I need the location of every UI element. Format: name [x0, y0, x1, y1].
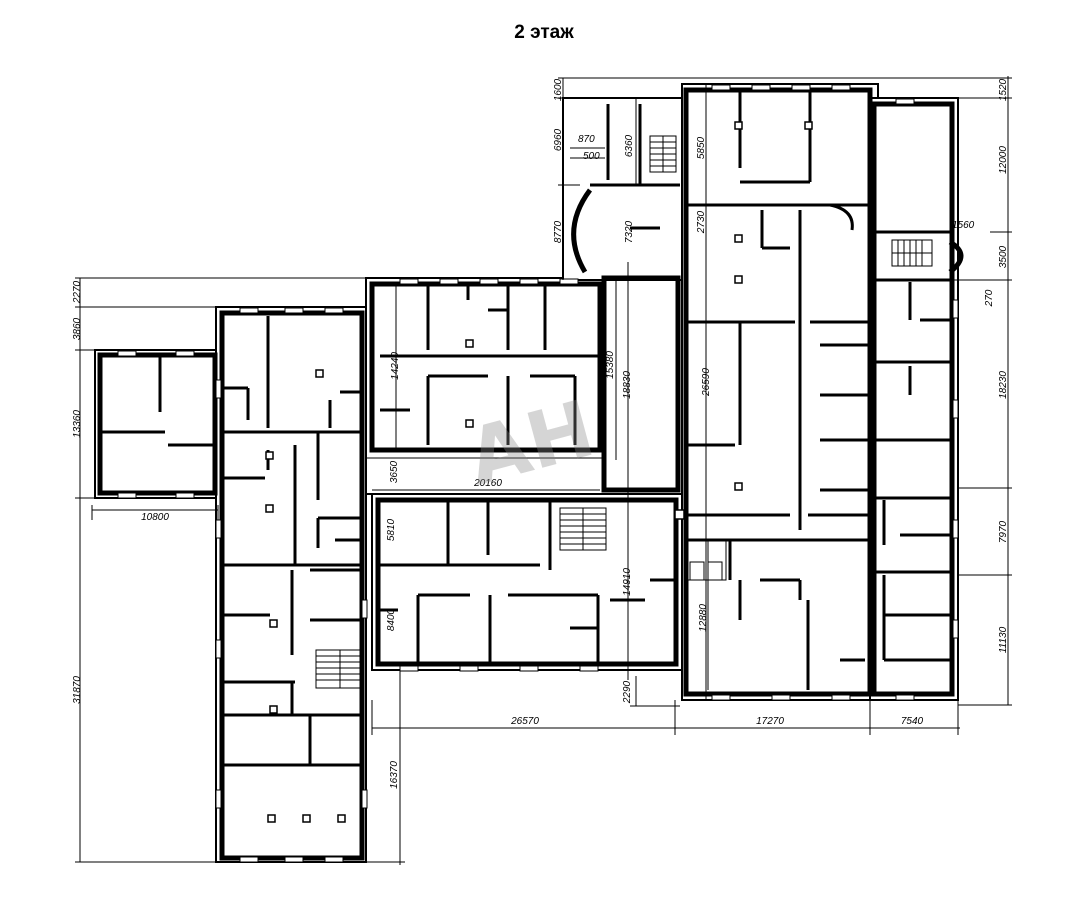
- dim-3500: 3500: [998, 245, 1009, 268]
- left-wing-wall: [94, 349, 221, 499]
- dim-16370: 16370: [389, 761, 400, 789]
- bay-curve-east: [948, 239, 964, 274]
- dim-2730: 2730: [696, 210, 707, 234]
- dim-18230: 18230: [998, 371, 1009, 399]
- dim-500: 500: [583, 151, 600, 162]
- partitions: [100, 92, 950, 767]
- stair-west: [315, 649, 365, 689]
- dim-5810: 5810: [386, 518, 397, 541]
- bay-curve-north: [571, 188, 593, 274]
- dim-7540: 7540: [901, 716, 924, 727]
- stair-east: [891, 239, 933, 267]
- dimension-labels: 2270 3860 13360 31870 10800 16370 1600 6…: [72, 78, 1009, 788]
- dimension-lines: [75, 76, 1012, 865]
- dim-3650: 3650: [389, 460, 400, 483]
- dim-1560: 1560: [952, 220, 975, 231]
- dim-6960: 6960: [553, 128, 564, 151]
- dim-14240: 14240: [390, 352, 401, 380]
- dim-270: 270: [984, 289, 995, 307]
- dim-870: 870: [578, 134, 595, 145]
- center-south-wall: [371, 493, 683, 671]
- stair-center: [559, 507, 607, 551]
- dim-12880: 12880: [698, 604, 709, 632]
- dim-1600: 1600: [553, 78, 564, 101]
- stair-north: [649, 135, 677, 173]
- dim-17270: 17270: [756, 716, 784, 727]
- dim-15380: 15380: [605, 351, 616, 379]
- dim-1520: 1520: [998, 78, 1009, 101]
- east-block-wall: [681, 83, 879, 701]
- north-stair-wall: [562, 97, 686, 281]
- dim-10800: 10800: [141, 512, 169, 523]
- dim-31870: 31870: [72, 676, 83, 704]
- dim-26570: 26570: [510, 716, 539, 727]
- dim-7320: 7320: [624, 220, 635, 243]
- windows: [117, 84, 959, 863]
- dim-3860: 3860: [72, 317, 83, 340]
- columns: [265, 121, 813, 823]
- dim-11130: 11130: [998, 626, 1009, 653]
- dim-2290: 2290: [622, 680, 633, 704]
- door-arc: [829, 203, 854, 231]
- dim-5850: 5850: [696, 136, 707, 159]
- dim-7970: 7970: [998, 520, 1009, 543]
- dim-14910: 14910: [622, 568, 633, 596]
- dim-12000: 12000: [998, 146, 1009, 174]
- floor-title: 2 этаж: [514, 22, 574, 43]
- dim-8400: 8400: [386, 608, 397, 631]
- dim-2270: 2270: [72, 280, 83, 304]
- dim-18830: 18830: [622, 371, 633, 399]
- dim-6360: 6360: [624, 134, 635, 157]
- dim-20160: 20160: [473, 478, 502, 489]
- dim-8770: 8770: [553, 220, 564, 243]
- dim-26590: 26590: [701, 368, 712, 397]
- dim-13360: 13360: [72, 410, 83, 438]
